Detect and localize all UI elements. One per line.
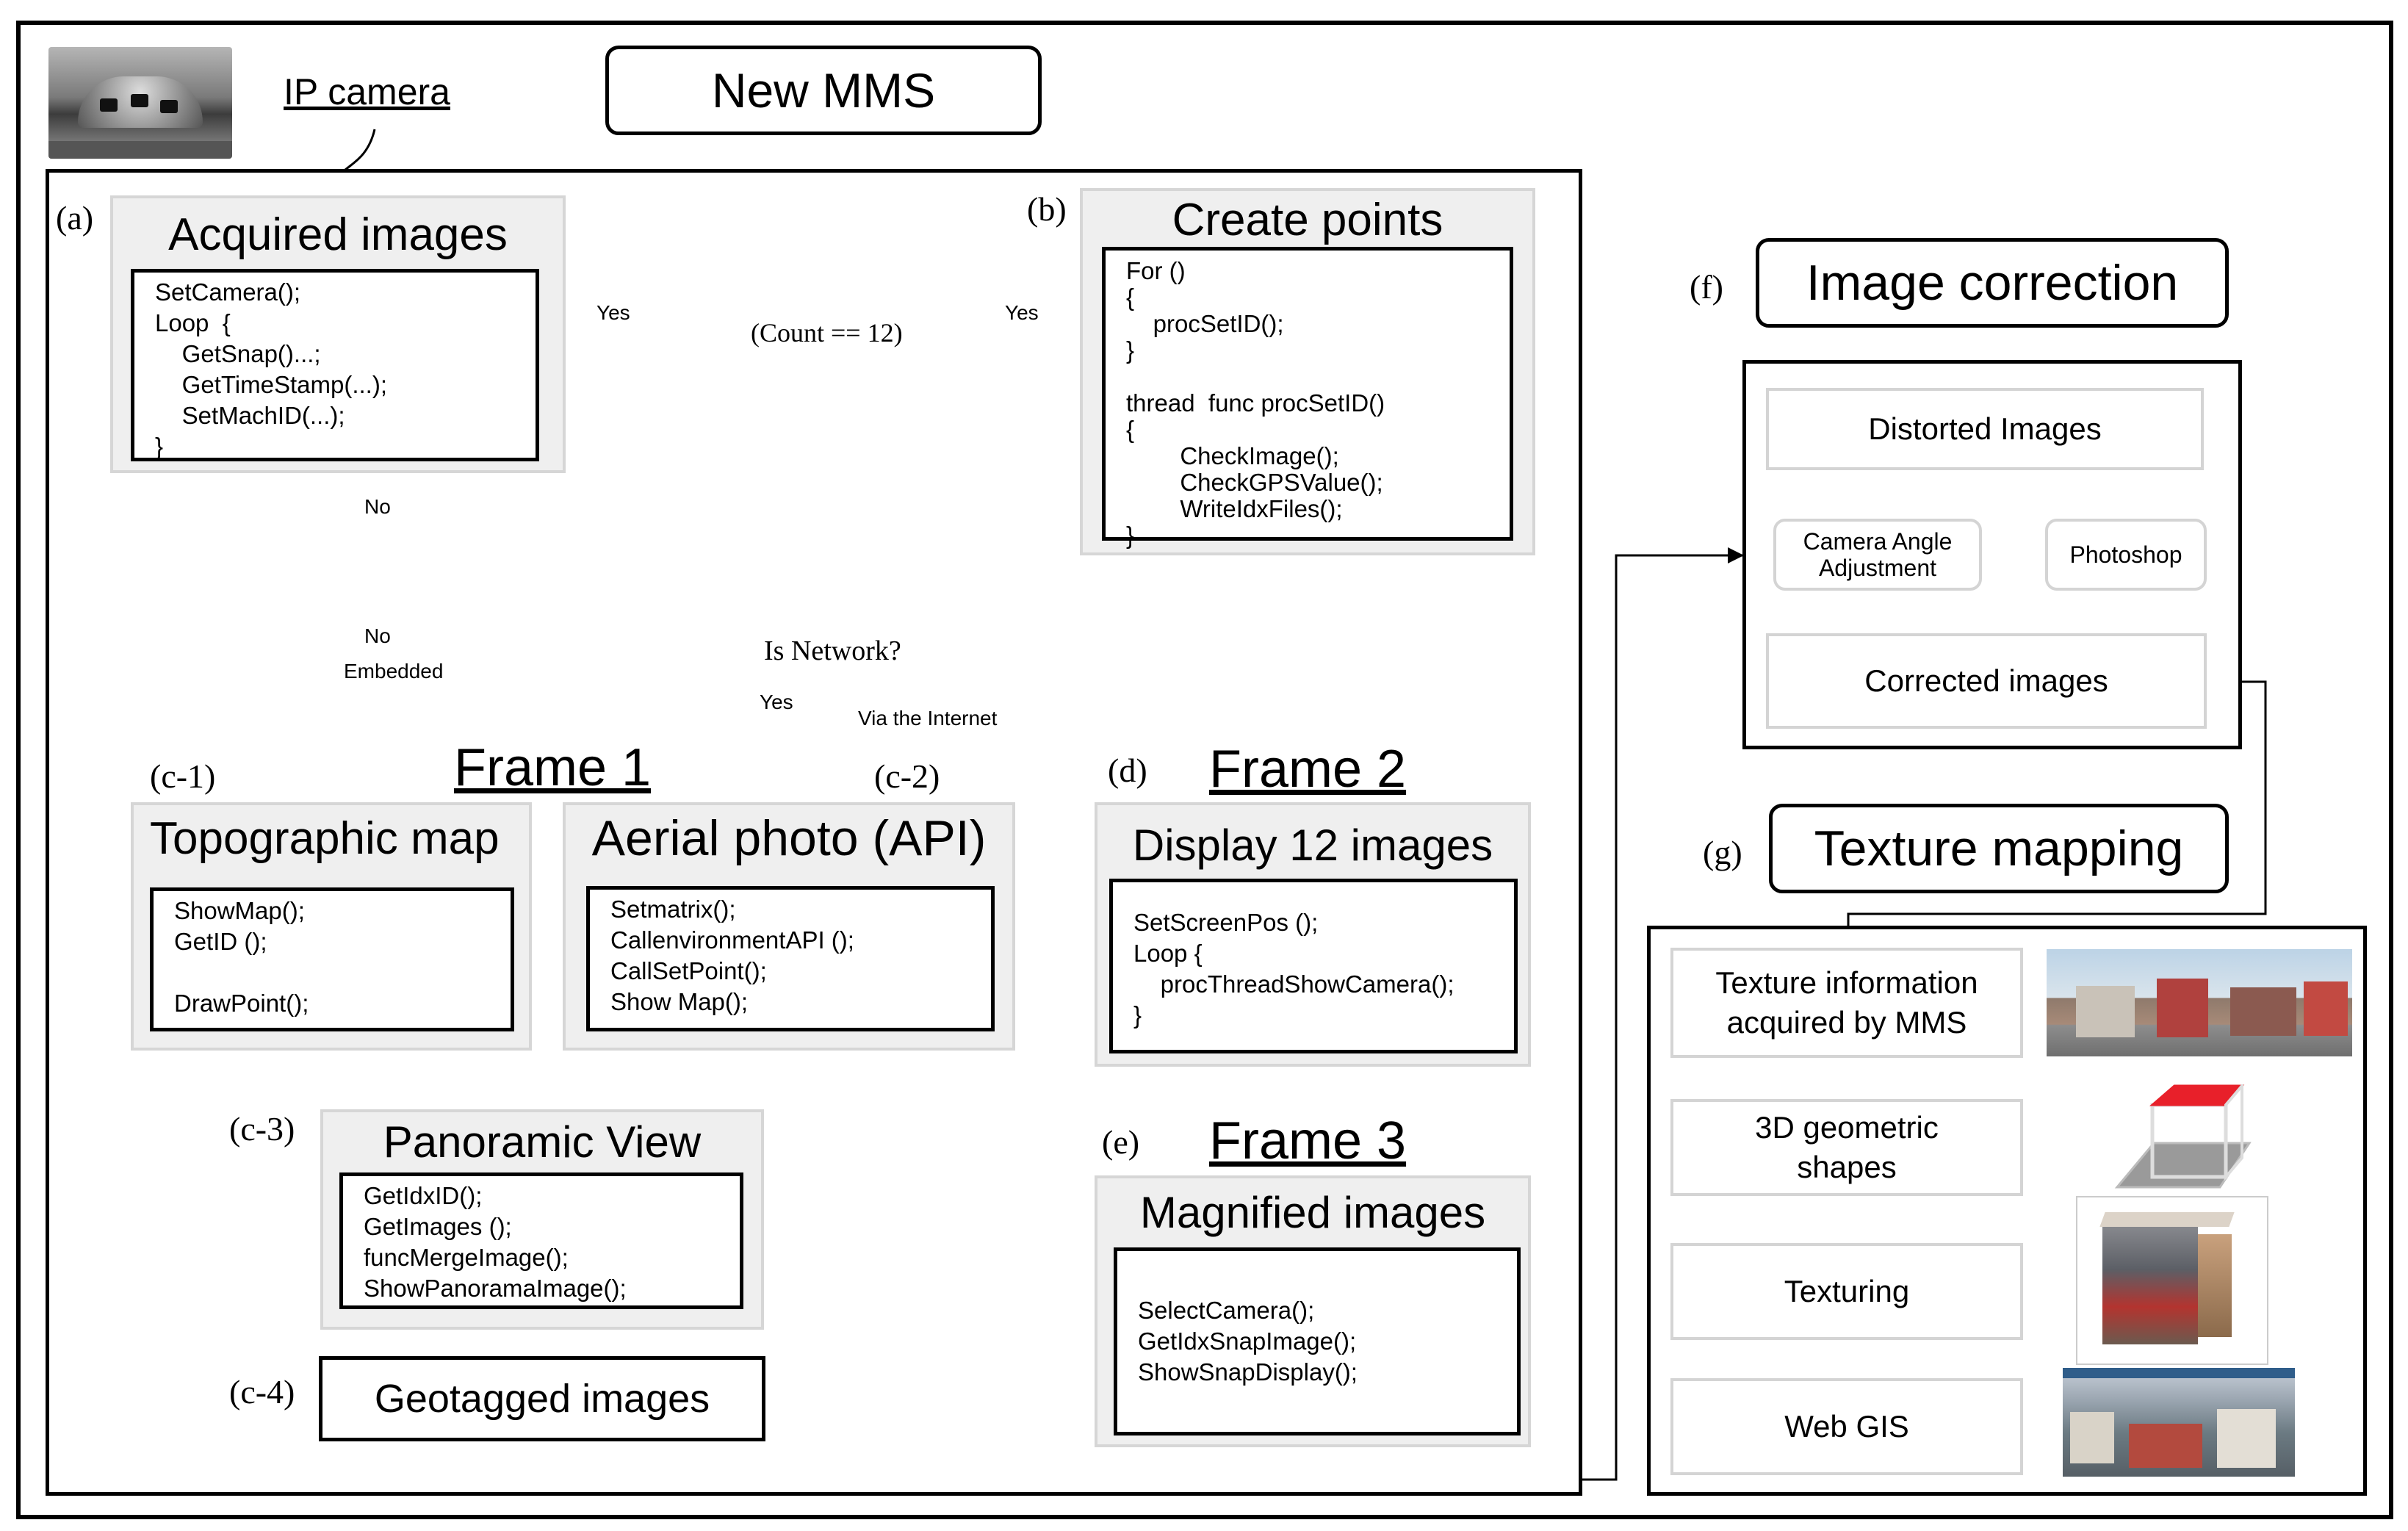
ip-camera-label: IP camera [284,71,450,112]
magnified-images-title: Magnified images [1139,1188,1486,1237]
figure-border [16,21,2393,1519]
distorted-images-box: Distorted Images [1766,388,2204,470]
tag-g: (g) [1703,834,1742,871]
display-12-images-block: Display 12 images SetScreenPos (); Loop … [1095,802,1531,1067]
create-points-code: For () { procSetID(); } thread func proc… [1102,247,1513,549]
geometric-shapes-label: 3D geometric shapes [1755,1110,1939,1184]
acquired-images-title: Acquired images [168,209,508,260]
geotagged-images-box: Geotagged images [319,1356,765,1441]
camera-angle-box: Camera Angle Adjustment [1773,519,1982,591]
yes-label-3: Yes [760,691,793,713]
corrected-images-label: Corrected images [1864,663,2108,698]
geometric-shapes-box: 3D geometric shapes [1670,1099,2023,1196]
display-12-images-code: SetScreenPos (); Loop { procThreadShowCa… [1109,879,1518,1053]
web-gis-box: Web GIS [1670,1378,2023,1475]
camera-photo [48,47,232,159]
tag-e: (e) [1102,1123,1140,1161]
image-correction-title: Image correction [1806,255,2179,311]
yes-label-1: Yes [596,301,630,324]
web-gis-label: Web GIS [1784,1409,1909,1444]
magnified-images-block: Magnified images SelectCamera(); GetIdxS… [1095,1175,1531,1447]
panoramic-view-code: GetIdxID(); GetImages (); funcMergeImage… [339,1172,743,1309]
tag-c2: (c-2) [874,757,940,795]
geotagged-images-title: Geotagged images [374,1377,710,1421]
panoramic-view-title: Panoramic View [383,1117,702,1167]
web-gis-screenshot [2063,1368,2295,1477]
photoshop-box: Photoshop [2045,519,2207,591]
topographic-map-code: ShowMap(); GetID (); DrawPoint(); [150,887,514,1031]
camera-angle-label: Camera Angle Adjustment [1803,528,1953,581]
aerial-photo-block: Aerial photo (API) Setmatrix(); Callenvi… [563,802,1015,1051]
topographic-map-block: Topographic map ShowMap(); GetID (); Dra… [131,802,532,1051]
no-label-2: No [364,624,391,647]
display-12-images-title: Display 12 images [1132,821,1493,870]
3d-shape-illustration [2110,1081,2257,1195]
texture-mapping-title: Texture mapping [1814,821,2184,876]
frame1-title: Frame 1 [454,738,652,797]
tag-c3: (c-3) [229,1110,295,1148]
yes-label-2: Yes [1005,301,1039,324]
distorted-images-label: Distorted Images [1868,411,2102,446]
magnified-images-code: SelectCamera(); GetIdxSnapImage(); ShowS… [1114,1247,1521,1435]
panoramic-view-block: Panoramic View GetIdxID(); GetImages ();… [320,1109,764,1330]
create-points-title: Create points [1172,195,1443,245]
aerial-photo-title: Aerial photo (API) [591,810,987,866]
acquired-images-block: Acquired images SetCamera(); Loop { GetS… [110,195,566,473]
frame2-title: Frame 2 [1209,740,1407,799]
tag-c1: (c-1) [150,757,216,795]
tag-a: (a) [56,199,94,237]
acquired-images-code: SetCamera(); Loop { GetSnap()...; GetTim… [131,269,539,461]
photoshop-label: Photoshop [2069,541,2182,568]
tag-d: (d) [1108,752,1147,789]
create-points-block: Create points For () { procSetID(); } th… [1080,188,1535,555]
texture-info-box: Texture information acquired by MMS [1670,948,2023,1058]
wireframe-box-icon [2114,1081,2252,1189]
street-photo [2047,949,2352,1056]
embedded-label: Embedded [344,660,444,682]
no-label-1: No [364,495,391,518]
network-decision-label: Is Network? [764,635,901,666]
frame3-title: Frame 3 [1209,1112,1407,1170]
image-correction-title-box: Image correction [1756,238,2229,328]
textured-building-illustration [2076,1196,2268,1365]
topographic-map-title: Topographic map [150,813,500,864]
texturing-box: Texturing [1670,1243,2023,1340]
texturing-label: Texturing [1784,1274,1910,1308]
tag-f: (f) [1690,268,1723,306]
via-internet-label: Via the Internet [858,707,998,730]
corrected-images-box: Corrected images [1766,633,2207,729]
new-mms-title-box: New MMS [605,46,1042,135]
new-mms-title: New MMS [711,63,936,118]
texture-mapping-title-box: Texture mapping [1769,804,2229,893]
aerial-photo-code: Setmatrix(); CallenvironmentAPI (); Call… [586,886,995,1031]
tag-b: (b) [1027,190,1067,228]
texture-info-label: Texture information acquired by MMS [1715,965,1978,1040]
tag-c4: (c-4) [229,1373,295,1411]
count-decision-label: (Count == 12) [751,318,903,347]
